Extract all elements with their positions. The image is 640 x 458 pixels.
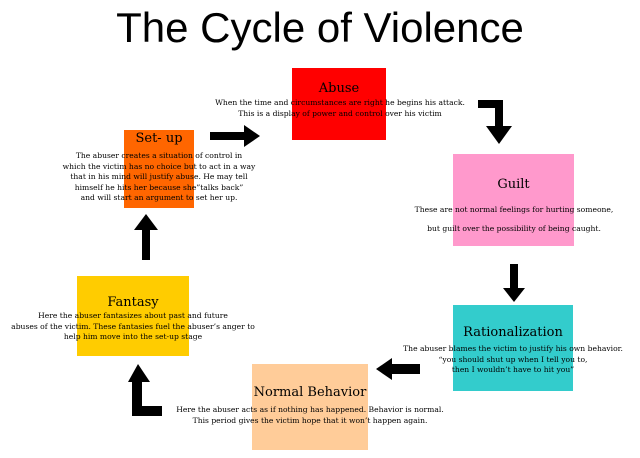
fantasy-box bbox=[77, 276, 189, 356]
rationalization-desc-line-3: then I wouldn’t have to hit you” bbox=[451, 365, 575, 374]
arrow-fantasy-to-setup bbox=[134, 214, 158, 260]
setup-desc-line-5: and will start an argument to set her up… bbox=[80, 193, 238, 202]
arrow-guilt-to-rationalization bbox=[503, 264, 525, 302]
guilt-label: Guilt bbox=[497, 177, 530, 192]
guilt-desc-line-1: These are not normal feelings for hurtin… bbox=[414, 205, 614, 214]
abuse-box bbox=[292, 68, 386, 140]
rationalization-box bbox=[453, 305, 573, 391]
normal-behavior-desc-line-2: This period gives the victim hope that i… bbox=[192, 415, 428, 425]
fantasy-desc-line-3: help him move into the set-up stage bbox=[63, 332, 203, 341]
abuse-desc-line-2: This is a display of power and control o… bbox=[238, 108, 442, 118]
fantasy-desc-line-1: Here the abuser fantasizes about past an… bbox=[38, 311, 228, 320]
abuse-description: When the time and circumstances are righ… bbox=[200, 98, 480, 119]
normal-behavior-description: Here the abuser acts as if nothing has h… bbox=[160, 405, 460, 426]
setup-desc-line-4: himself he hits her because she”talks ba… bbox=[74, 182, 244, 192]
fantasy-desc-line-2: abuses of the victim. These fantasies fu… bbox=[11, 321, 255, 331]
rationalization-desc-line-2: “you should shut up when I tell you to, bbox=[438, 354, 588, 364]
rationalization-label: Rationalization bbox=[463, 325, 563, 340]
setup-desc-line-3: that in his mind will justify abuse. He … bbox=[70, 172, 248, 181]
guilt-desc-line-2: but guilt over the possibility of being … bbox=[427, 224, 601, 233]
setup-desc-line-1: The abuser creates a situation of contro… bbox=[75, 151, 243, 160]
fantasy-description: Here the abuser fantasizes about past an… bbox=[8, 311, 258, 343]
setup-label: Set- up bbox=[135, 131, 183, 146]
guilt-box bbox=[453, 154, 574, 246]
arrow-abuse-to-guilt bbox=[478, 100, 512, 144]
arrow-setup-to-abuse bbox=[210, 125, 260, 147]
rationalization-desc-line-1: The abuser blames the victim to justify … bbox=[403, 344, 623, 353]
guilt-description: These are not normal feelings for hurtin… bbox=[400, 200, 628, 238]
setup-desc-line-2: which the victim has no choice but to ac… bbox=[62, 161, 256, 171]
abuse-desc-line-1: When the time and circumstances are righ… bbox=[215, 98, 465, 107]
normal-behavior-desc-line-1: Here the abuser acts as if nothing has h… bbox=[176, 405, 444, 414]
setup-description: The abuser creates a situation of contro… bbox=[52, 151, 266, 204]
diagram-title: The Cycle of Violence bbox=[116, 4, 524, 51]
normal-behavior-label: Normal Behavior bbox=[253, 385, 367, 400]
arrow-normal-behavior-to-fantasy bbox=[128, 364, 162, 416]
normal-behavior-box bbox=[252, 364, 368, 450]
setup-box bbox=[124, 130, 194, 208]
abuse-label: Abuse bbox=[318, 81, 360, 96]
rationalization-description: The abuser blames the victim to justify … bbox=[396, 344, 630, 376]
fantasy-label: Fantasy bbox=[107, 295, 159, 310]
arrow-rationalization-to-normal-behavior bbox=[376, 358, 420, 380]
